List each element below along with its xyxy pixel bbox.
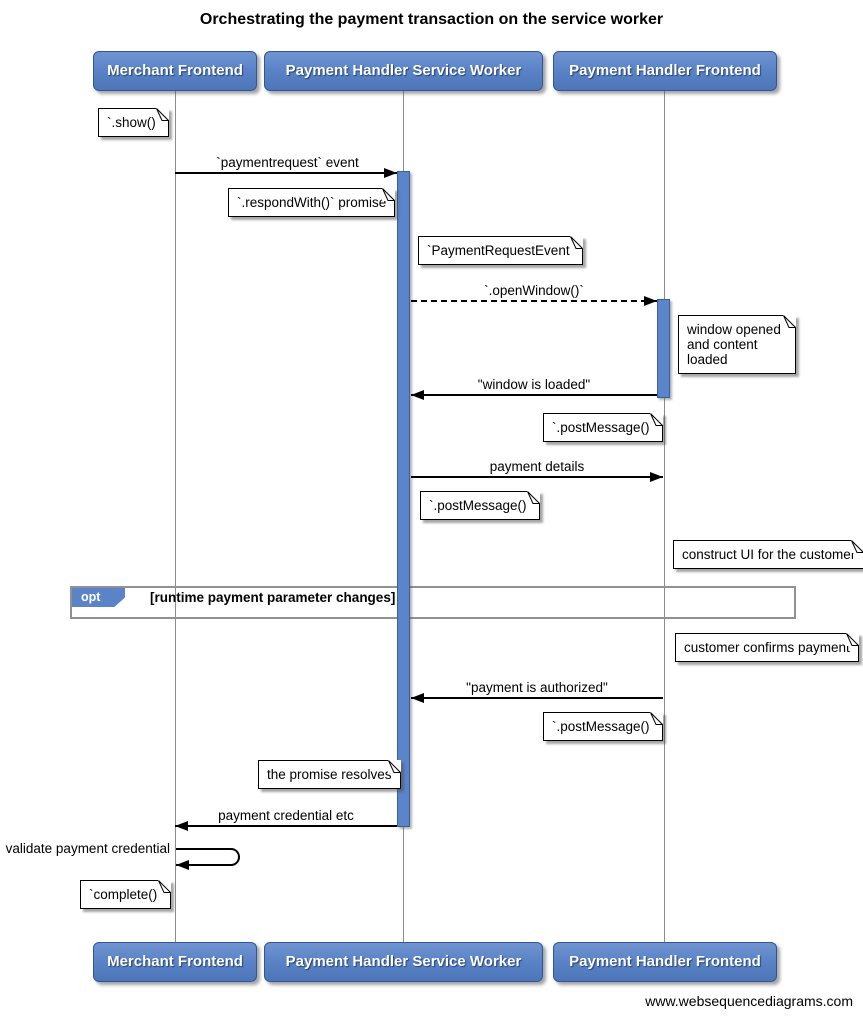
note-text: `.respondWith()` promise <box>237 195 387 210</box>
message-label: `paymentrequest` event <box>216 155 359 170</box>
arrowhead-left-icon <box>176 860 189 870</box>
activation-payment-handler-frontend <box>657 299 670 398</box>
message-line <box>411 394 657 396</box>
actor-payment-handler-frontend-bottom: Payment Handler Frontend <box>553 942 777 982</box>
actor-merchant-frontend-bottom: Merchant Frontend <box>93 942 257 982</box>
note-fold-icon <box>157 880 171 893</box>
arrowhead-right-icon <box>384 168 397 178</box>
message-label: `.openWindow()` <box>484 283 584 298</box>
note-paymentrequestevent: `PaymentRequestEvent` <box>418 236 584 265</box>
note-text: `complete()` <box>89 887 162 902</box>
note-postmessage-2: `.postMessage()` <box>420 491 541 520</box>
note-text: customer confirms payment <box>684 640 850 655</box>
note-text: the promise resolves <box>267 767 392 782</box>
lifeline-merchant-frontend <box>175 91 176 942</box>
message-line <box>175 172 397 174</box>
actor-payment-handler-frontend-top: Payment Handler Frontend <box>553 51 777 91</box>
note-fold-icon <box>851 540 863 553</box>
note-text: `.postMessage()` <box>429 498 532 513</box>
note-fold-icon <box>156 108 170 121</box>
self-message-label: validate payment credential <box>5 841 170 856</box>
opt-guard-label: [runtime payment parameter changes] <box>150 590 396 605</box>
note-fold-icon <box>650 712 664 725</box>
note-text: construct UI for the customer <box>682 547 856 562</box>
diagram-title: Orchestrating the payment transaction on… <box>199 11 664 28</box>
message-line <box>411 697 663 699</box>
note-window-opened: window opened and content loaded <box>678 315 796 374</box>
note-fold-icon <box>650 413 664 426</box>
message-label: "payment is authorized" <box>466 680 608 695</box>
activation-service-worker <box>397 171 410 827</box>
note-promise-resolves: the promise resolves <box>258 760 401 789</box>
self-message-loop <box>176 848 240 866</box>
note-customer-confirms: customer confirms payment <box>675 633 859 662</box>
arrowhead-right-icon <box>650 472 663 482</box>
lifeline-payment-handler-frontend <box>664 91 665 942</box>
note-fold-icon <box>382 188 396 201</box>
note-construct-ui: construct UI for the customer <box>673 540 863 569</box>
actor-merchant-frontend-top: Merchant Frontend <box>93 51 257 91</box>
message-label: payment details <box>489 459 585 474</box>
note-fold-icon <box>527 491 541 504</box>
watermark-websequencediagrams: www.websequencediagrams.com <box>645 993 853 1009</box>
note-fold-icon <box>570 236 584 249</box>
message-line <box>411 300 657 302</box>
note-complete: `complete()` <box>80 880 171 909</box>
actor-service-worker-bottom: Payment Handler Service Worker <box>264 942 543 982</box>
message-line <box>175 825 397 827</box>
note-text: `.show()` <box>107 115 161 130</box>
actor-service-worker-top: Payment Handler Service Worker <box>264 51 543 91</box>
note-show: `.show()` <box>98 108 170 137</box>
note-text: `.postMessage()` <box>552 420 655 435</box>
arrowhead-left-icon <box>411 390 424 400</box>
note-text: window opened and content loaded <box>687 322 781 367</box>
arrowhead-left-icon <box>175 821 188 831</box>
message-label: payment credential etc <box>218 808 354 823</box>
note-fold-icon <box>783 315 796 328</box>
opt-operator-tab: opt <box>72 588 125 607</box>
message-label: "window is loaded" <box>477 377 591 392</box>
note-text: `PaymentRequestEvent` <box>427 243 575 258</box>
message-line <box>411 476 663 478</box>
arrowhead-right-icon <box>644 296 657 306</box>
note-postmessage-3: `.postMessage()` <box>543 712 664 741</box>
note-fold-icon <box>845 633 859 646</box>
arrowhead-left-icon <box>411 693 424 703</box>
note-text: `.postMessage()` <box>552 719 655 734</box>
note-respondwith-promise: `.respondWith()` promise <box>228 188 396 217</box>
note-postmessage-1: `.postMessage()` <box>543 413 664 442</box>
note-fold-icon <box>387 760 401 773</box>
opt-fragment: opt [runtime payment parameter changes] <box>70 586 796 619</box>
